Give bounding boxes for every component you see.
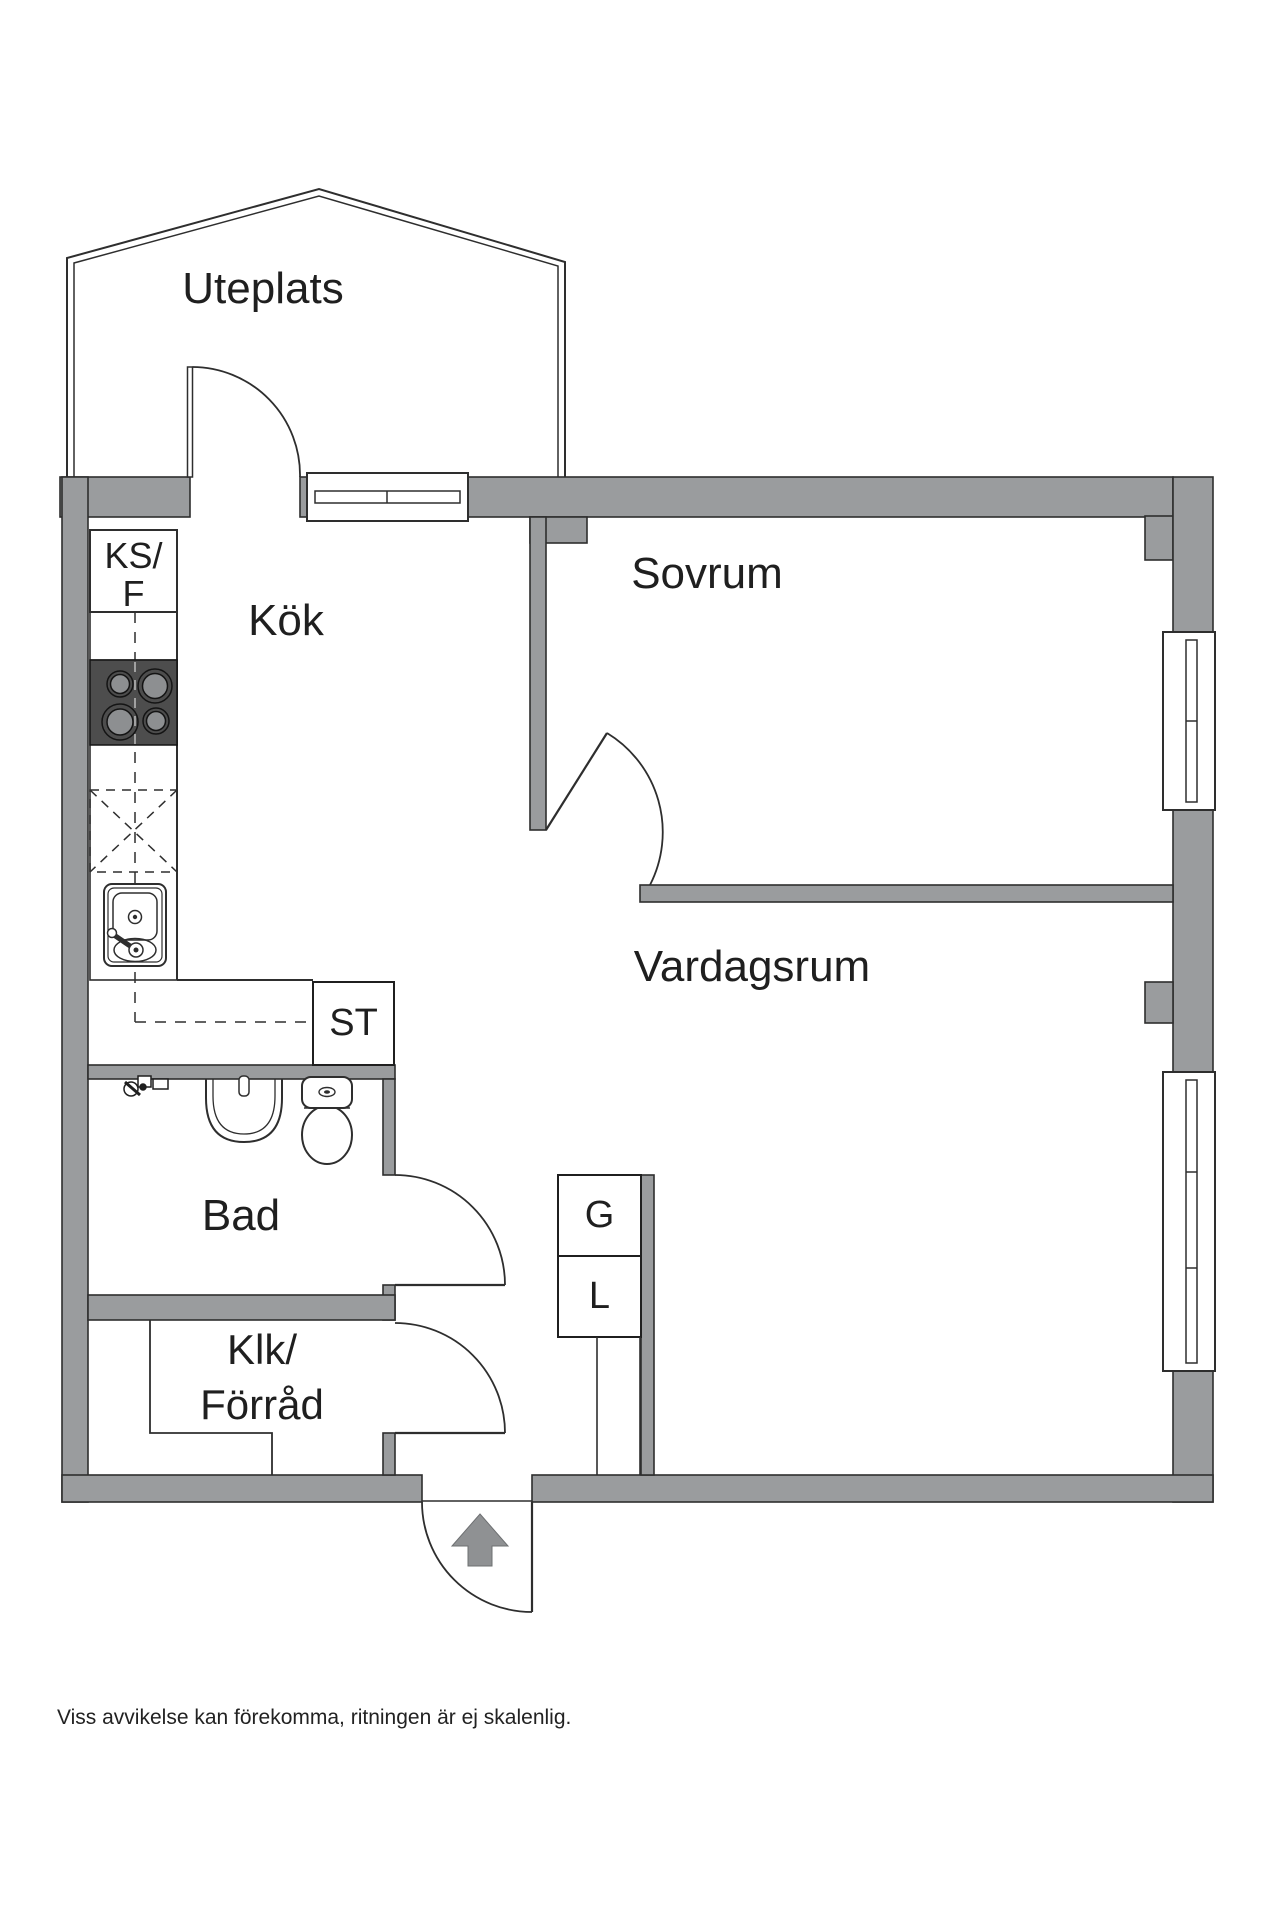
wall-left: [61, 476, 89, 1503]
closet-label-st: ST: [329, 1002, 378, 1044]
wall-bottom-left: [61, 1474, 423, 1503]
wall-gl-closet: [640, 1174, 655, 1476]
closet-l-box: [557, 1255, 642, 1338]
closet-st-box: [312, 981, 395, 1066]
door-entry: [421, 1500, 534, 1613]
wall-bottom-right: [531, 1474, 1214, 1503]
window-sovrum: [1162, 631, 1216, 811]
closet-label-l: L: [588, 1275, 611, 1317]
room-label-klk-line1: Klk/: [226, 1326, 297, 1373]
kitchen-cabinet-ksf: [89, 529, 178, 613]
shaft-below-l: [596, 1337, 641, 1475]
klk-closet-outline: [149, 1320, 273, 1475]
room-label-bad: Bad: [201, 1191, 281, 1240]
room-label-klk-line2: Förråd: [200, 1381, 324, 1428]
wall-right-middle: [1172, 804, 1214, 1079]
dishwasher-dashed-box: [89, 789, 178, 873]
wall-bad-right-upper: [382, 1078, 396, 1176]
kitchen-sink-icon: [103, 883, 167, 967]
room-label-sovrum: Sovrum: [631, 549, 783, 598]
room-label-uteplats: Uteplats: [182, 264, 344, 313]
doors: [186, 366, 664, 1613]
closet-boxes: [312, 981, 642, 1338]
disclaimer-text: Viss avvikelse kan förekomma, ritningen …: [57, 1706, 572, 1729]
uteplats-outline: [66, 187, 566, 477]
wall-top-right: [467, 476, 1174, 518]
door-uteplats: [186, 366, 301, 478]
stove-icon: [89, 659, 178, 746]
wall-pillar-sovrum: [1144, 515, 1174, 561]
window-kok: [306, 472, 469, 522]
wall-radiator-bump: [1144, 981, 1174, 1024]
door-klk: [394, 1322, 506, 1435]
closet-label-g: G: [584, 1194, 615, 1236]
entry-arrow-icon: [450, 1513, 510, 1567]
wall-bad-right-lower: [382, 1432, 396, 1476]
closet-g-box: [557, 1174, 642, 1257]
wall-divider-kok-sovrum: [529, 516, 547, 831]
window-vardagsrum: [1162, 1071, 1216, 1372]
bathroom-sink-icon: [205, 1075, 283, 1144]
washer-tap-icon: [123, 1075, 169, 1097]
door-sovrum: [545, 732, 664, 886]
cabinet-label-ksf-line2: F: [122, 573, 145, 614]
wall-divider-bad-klk: [87, 1294, 396, 1321]
toilet-icon: [301, 1076, 353, 1165]
windows: [306, 472, 1216, 1372]
room-label-vardagsrum: Vardagsrum: [633, 942, 871, 991]
room-label-kok: Kök: [248, 596, 324, 645]
door-bad: [394, 1174, 506, 1287]
cabinet-label-ksf-line1: KS/: [104, 535, 163, 576]
wall-divider-sovrum-vardagsrum: [639, 884, 1174, 903]
wall-right-upper: [1172, 476, 1214, 639]
